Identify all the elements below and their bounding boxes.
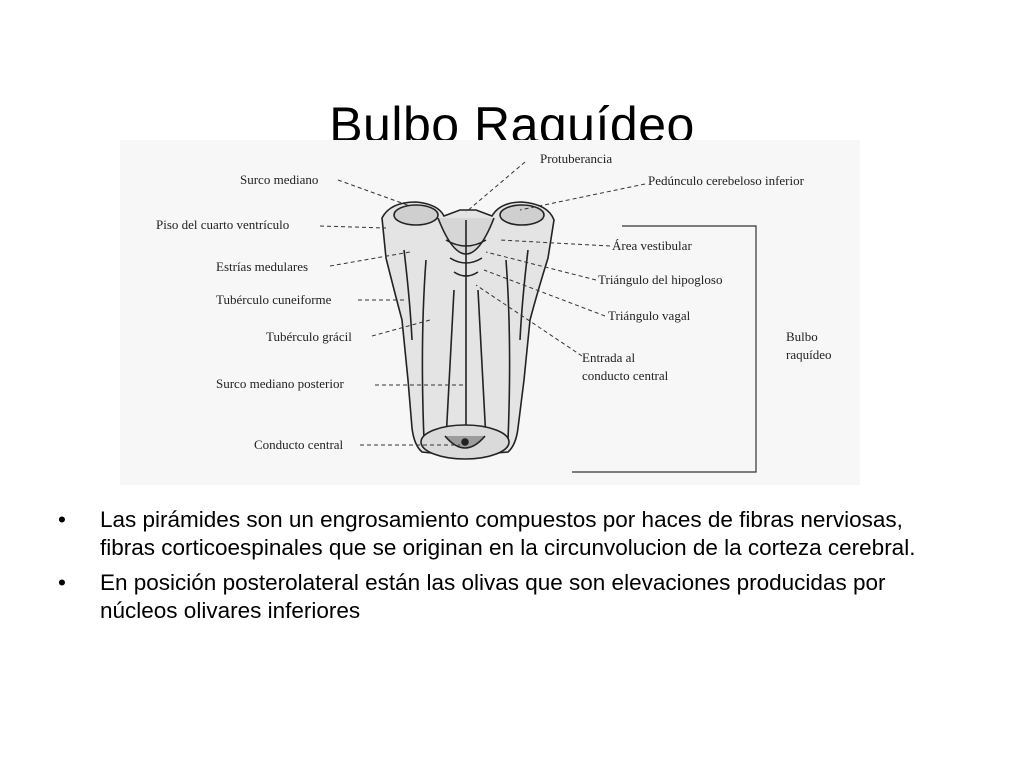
label-bulbo-line2: raquídeo <box>786 347 831 362</box>
medulla-diagram-svg: Protuberancia Surco mediano Pedúnculo ce… <box>120 140 860 485</box>
label-pedunculo: Pedúnculo cerebeloso inferior <box>648 173 805 188</box>
medulla-diagram: Protuberancia Surco mediano Pedúnculo ce… <box>120 140 860 485</box>
label-estrias-medulares: Estrías medulares <box>216 259 308 274</box>
leader-lines <box>319 161 646 446</box>
bulbo-bracket <box>572 225 757 473</box>
bullet-item: • En posición posterolateral están las o… <box>58 569 918 625</box>
label-tuberculo-gracil: Tubérculo grácil <box>266 329 352 344</box>
label-triangulo-vagal: Triángulo vagal <box>608 308 691 323</box>
label-entrada-line1: Entrada al <box>582 350 635 365</box>
bullet-marker: • <box>58 507 66 532</box>
label-entrada-line2: conducto central <box>582 368 669 383</box>
label-tuberculo-cuneiforme: Tubérculo cuneiforme <box>216 292 332 307</box>
label-surco-mediano-posterior: Surco mediano posterior <box>216 376 344 391</box>
label-surco-mediano: Surco mediano <box>240 172 318 187</box>
bullet-list: • Las pirámides son un engrosamiento com… <box>58 506 918 632</box>
bullet-text: Las pirámides son un engrosamiento compu… <box>100 507 916 560</box>
label-triangulo-hipogloso: Triángulo del hipogloso <box>598 272 722 287</box>
medulla-drawing <box>381 201 555 460</box>
label-area-vestibular: Área vestibular <box>612 238 692 253</box>
label-protuberancia: Protuberancia <box>540 151 612 166</box>
label-conducto-central: Conducto central <box>254 437 344 452</box>
bullet-text: En posición posterolateral están las oli… <box>100 570 886 623</box>
bullet-marker: • <box>58 570 66 595</box>
label-piso-cuarto-ventriculo: Piso del cuarto ventrículo <box>156 217 289 232</box>
label-bulbo-line1: Bulbo <box>786 329 818 344</box>
bullet-item: • Las pirámides son un engrosamiento com… <box>58 506 918 562</box>
